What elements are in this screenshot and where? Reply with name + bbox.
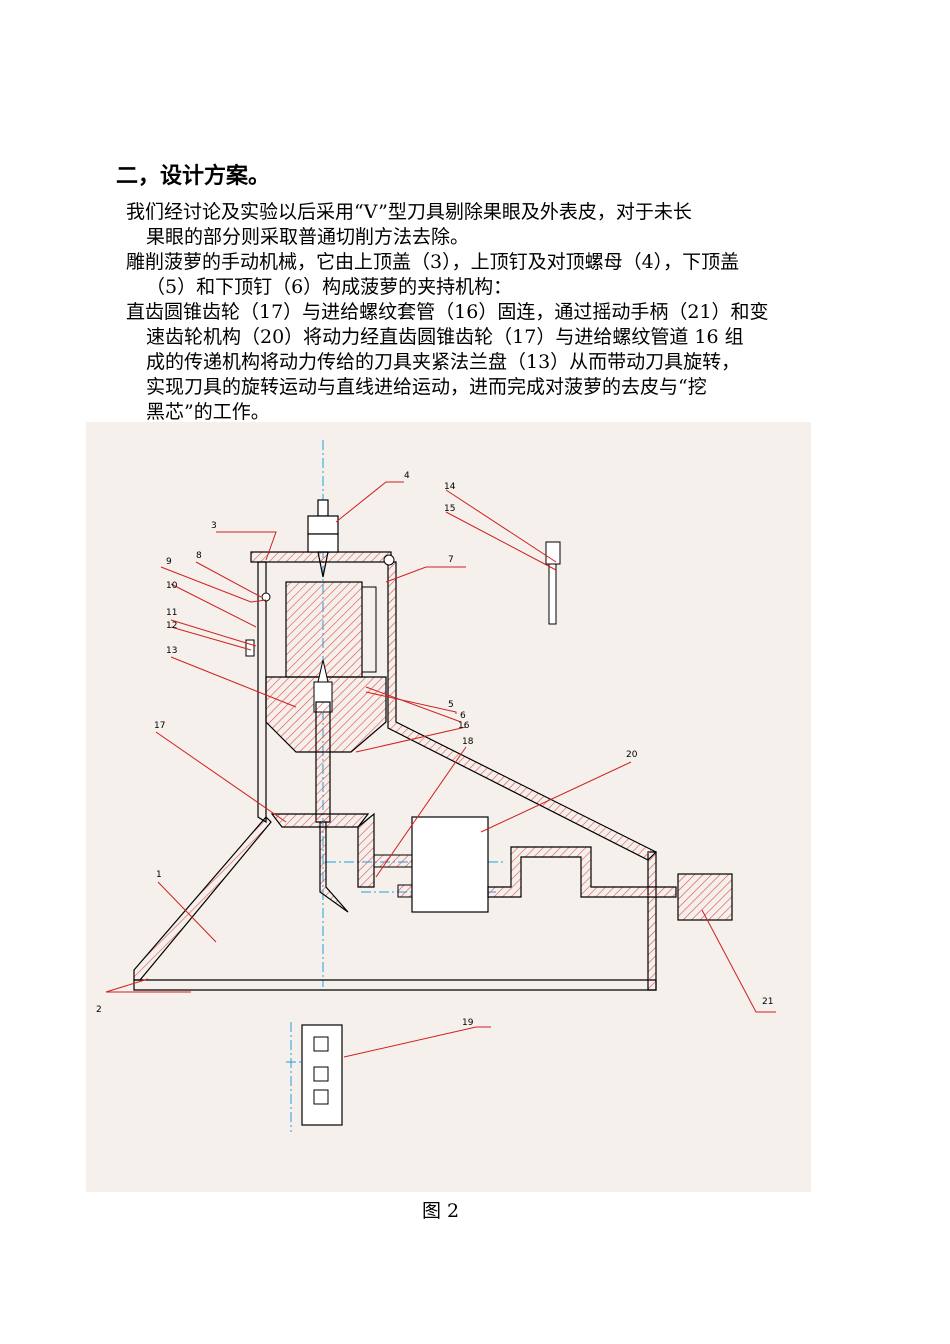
leader-lines <box>105 481 776 1058</box>
part-label: 4 <box>404 471 410 481</box>
text-line: 实现刀具的旋转运动与直线进给运动，进而完成对菠萝的去皮与“挖 <box>146 376 707 398</box>
part-label: 17 <box>154 721 165 731</box>
lower-spike <box>317 659 329 683</box>
part-label: 19 <box>462 1018 474 1028</box>
part-label: 13 <box>166 646 177 656</box>
side-clamp <box>361 586 377 673</box>
paragraph-3: 直齿圆锥齿轮（17）与进给螺纹套管（16）固连，通过摇动手柄（21）和变 速齿轮… <box>126 300 816 425</box>
v-cutter <box>319 821 349 913</box>
part-15 <box>548 563 557 625</box>
pivot <box>383 554 395 566</box>
part-19-slot <box>313 1036 329 1052</box>
part-label: 15 <box>444 504 455 514</box>
bevel-gear <box>270 813 370 828</box>
part-label: 8 <box>196 551 202 561</box>
part-label: 11 <box>166 608 177 618</box>
crank-shaft <box>487 846 677 898</box>
base-frame <box>133 561 658 991</box>
text-line: 果眼的部分则采取普通切削方法去除。 <box>146 226 470 248</box>
text-line: 直齿圆锥齿轮（17）与进给螺纹套管（16）固连，通过摇动手柄（21）和变 <box>126 301 769 323</box>
part-label: 16 <box>458 721 470 731</box>
part-label: 14 <box>444 482 456 492</box>
part-label: 18 <box>462 737 474 747</box>
part-labels: 2 1 3 4 5 6 7 8 9 10 11 12 13 14 15 16 1… <box>96 471 773 1028</box>
part-19-slot <box>313 1066 329 1082</box>
part-14 <box>545 541 561 565</box>
bolt <box>261 592 271 602</box>
text-line: 成的传递机构将动力传给的刀具夹紧法兰盘（13）从而带动刀具旋转， <box>146 351 741 373</box>
part-label: 21 <box>762 997 773 1007</box>
hand-crank <box>677 873 733 921</box>
text-line: 速齿轮机构（20）将动力经直齿圆锥齿轮（17）与进给螺纹管道 16 组 <box>146 326 744 348</box>
part-label: 10 <box>166 581 178 591</box>
shaft-lower <box>397 884 413 898</box>
text-line: 雕削菠萝的手动机械，它由上顶盖（3），上顶钉及对顶螺母（4），下顶盖 <box>126 251 740 273</box>
part-label: 20 <box>626 750 638 760</box>
bevel-gear-vertical <box>357 812 375 888</box>
gearbox <box>411 816 489 913</box>
paragraph-2: 雕削菠萝的手动机械，它由上顶盖（3），上顶钉及对顶螺母（4），下顶盖 （5）和下… <box>126 250 816 300</box>
part-label: 3 <box>211 521 217 531</box>
text-line: 我们经讨论及实验以后采用“V”型刀具剔除果眼及外表皮，对于未长 <box>126 201 692 223</box>
shaft-upper <box>373 854 413 868</box>
part-label: 2 <box>96 1005 102 1015</box>
part-label: 12 <box>166 621 177 631</box>
top-nut <box>307 499 339 578</box>
part-label: 6 <box>460 711 466 721</box>
section-heading: 二，设计方案。 <box>116 164 271 189</box>
feed-screw-sleeve <box>315 701 331 823</box>
mechanism-drawing: 2 1 3 4 5 6 7 8 9 10 11 12 13 14 15 16 1… <box>86 422 811 1192</box>
text-line: 黑芯”的工作。 <box>146 401 270 423</box>
part-label: 9 <box>166 557 172 567</box>
drawing-svg: 2 1 3 4 5 6 7 8 9 10 11 12 13 14 15 16 1… <box>96 440 776 1132</box>
pin <box>245 639 255 657</box>
part-label: 1 <box>156 870 162 880</box>
part-19-slot <box>313 1089 329 1105</box>
figure-caption: 图 2 <box>422 1200 460 1222</box>
part-label: 7 <box>448 555 454 565</box>
paragraph-1: 我们经讨论及实验以后采用“V”型刀具剔除果眼及外表皮，对于未长 果眼的部分则采取… <box>126 200 816 250</box>
part-label: 5 <box>448 700 454 710</box>
text-line: （5）和下顶钉（6）构成菠萝的夹持机构： <box>146 276 513 298</box>
